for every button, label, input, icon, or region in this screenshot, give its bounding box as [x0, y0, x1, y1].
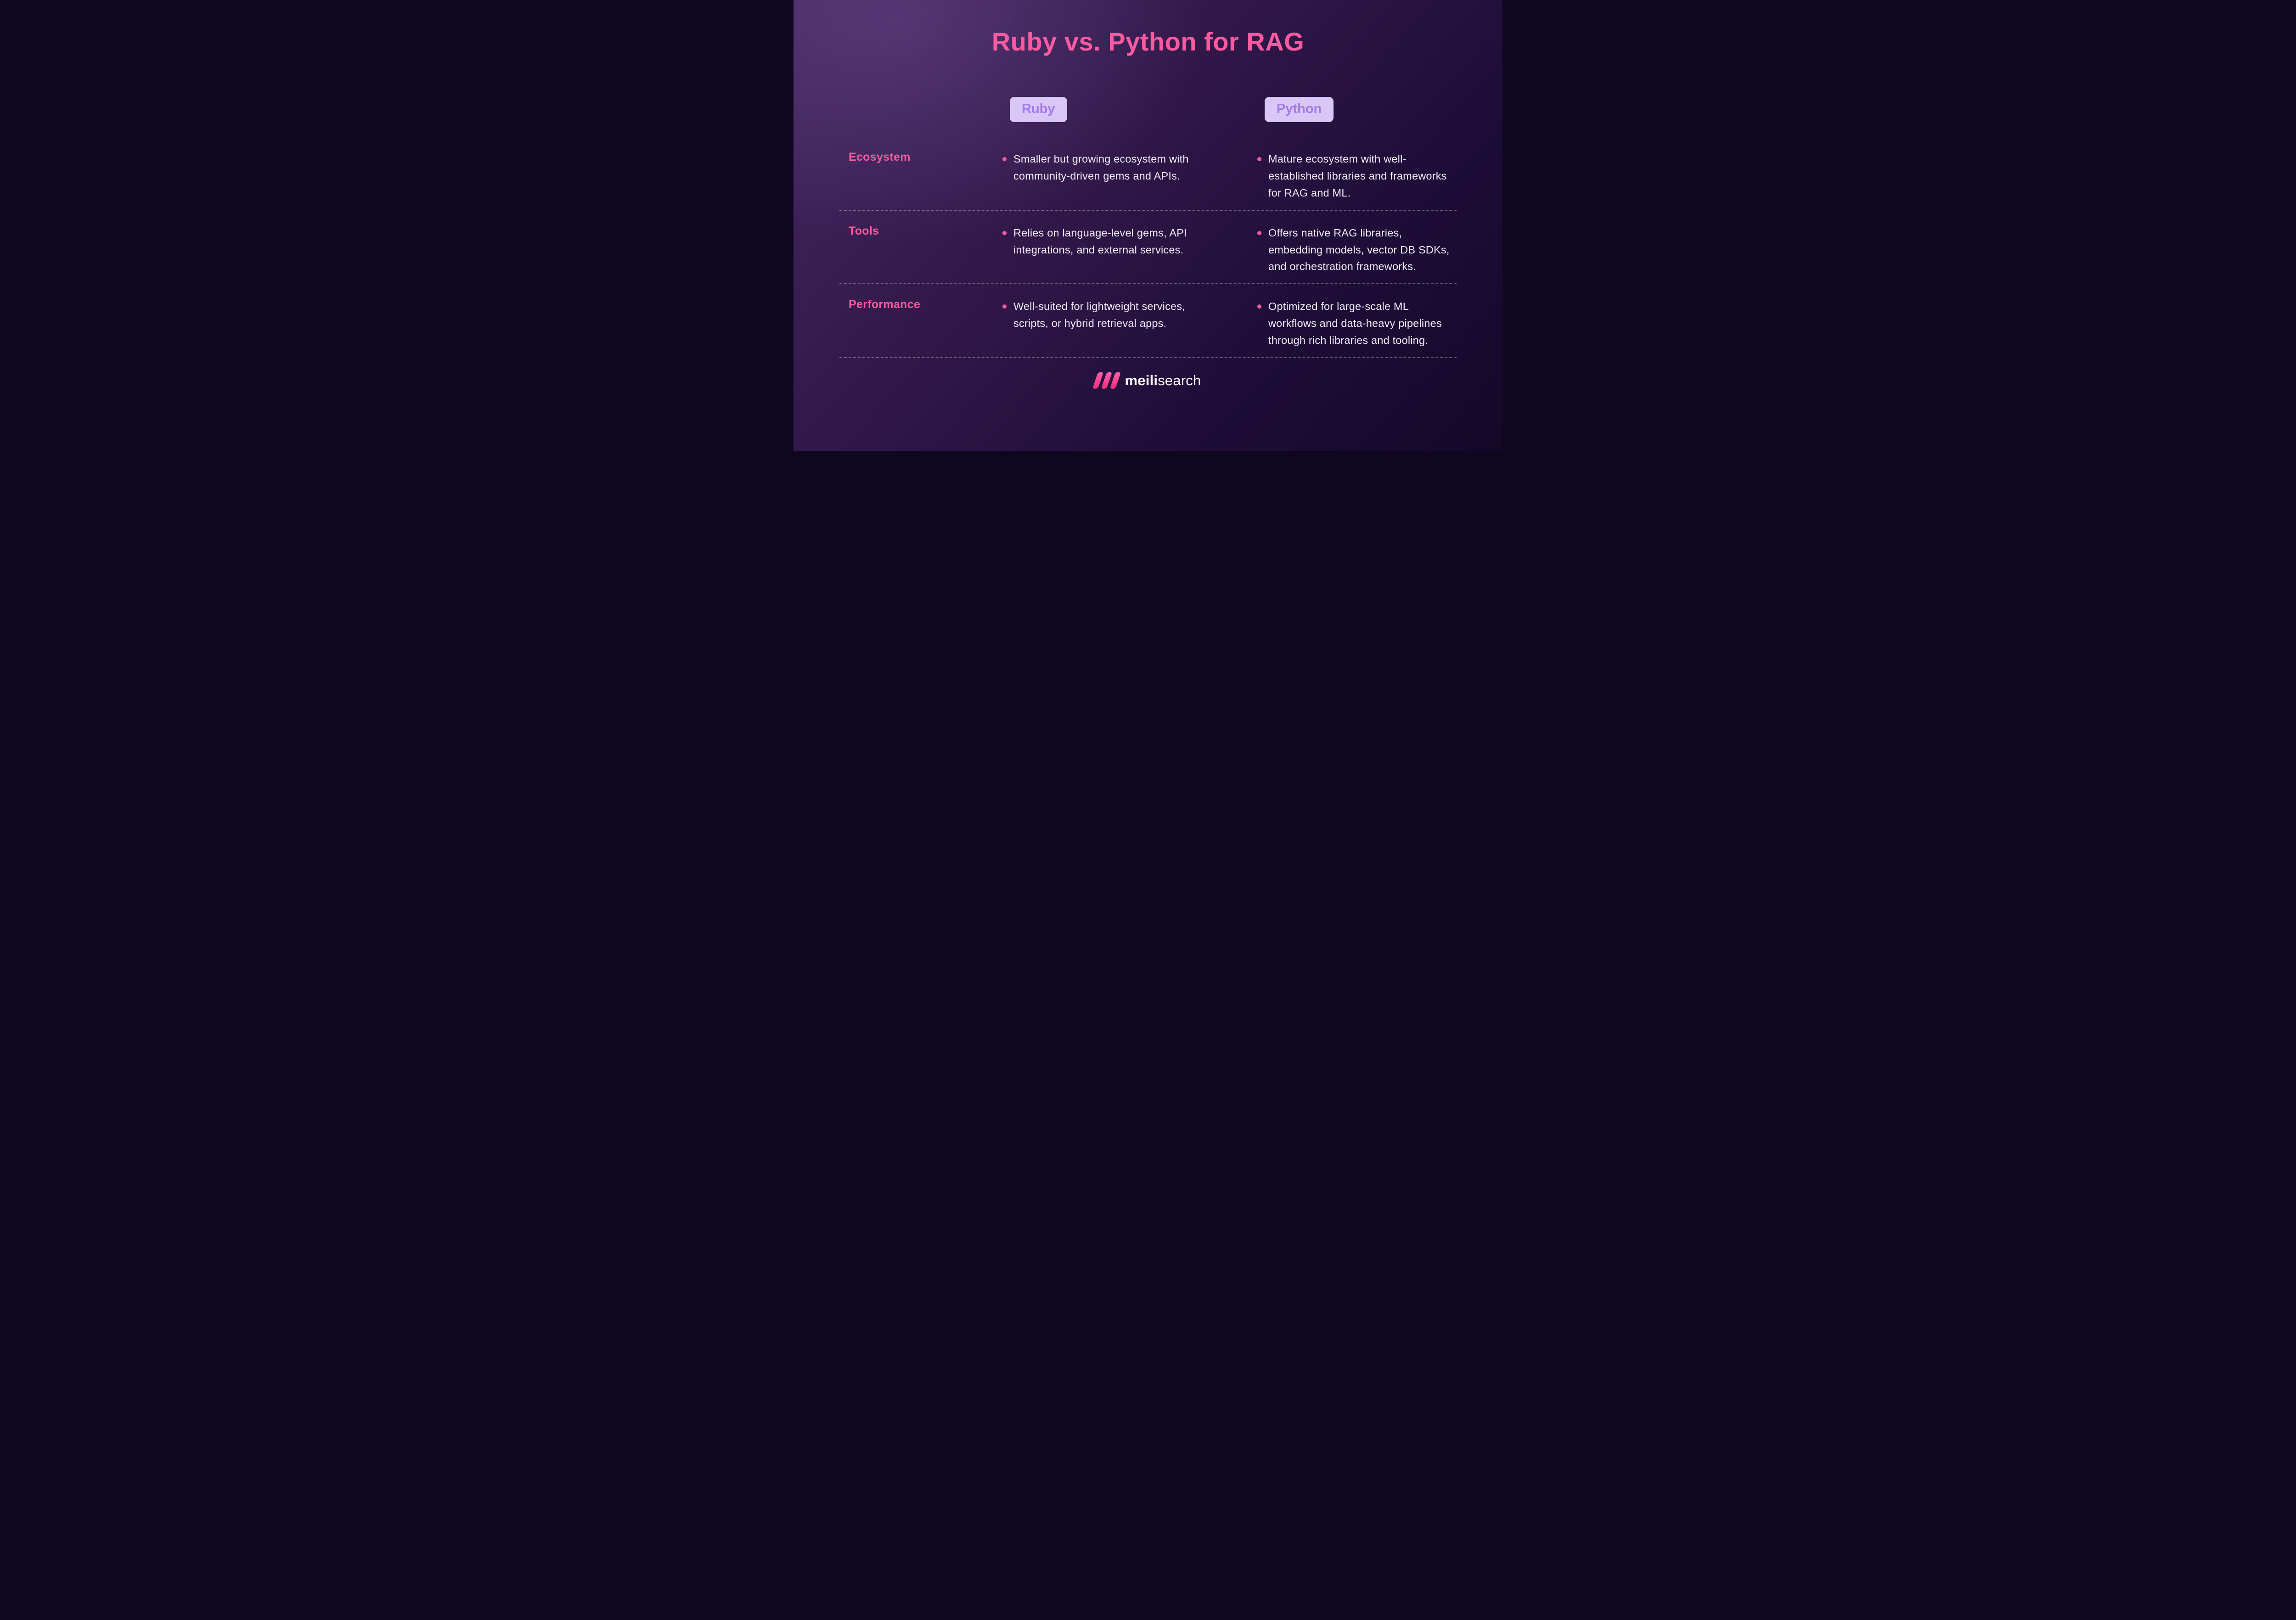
cell-text: Optimized for large-scale ML workflows a…	[1268, 300, 1442, 347]
column-badge-ruby: Ruby	[1010, 97, 1067, 122]
cell-text: Relies on language-level gems, API integ…	[1013, 226, 1187, 256]
cell-tools-python: Offers native RAG libraries, embedding m…	[1257, 225, 1457, 276]
table-row-tools: Tools Relies on language-level gems, API…	[839, 211, 1457, 285]
brand-wordmark-bold: meili	[1125, 372, 1158, 388]
row-label-ecosystem: Ecosystem	[849, 151, 911, 163]
column-header-row: Ruby Python	[839, 97, 1457, 122]
table-row-performance: Performance Well-suited for lightweight …	[839, 284, 1457, 359]
cell-performance-python: Optimized for large-scale ML workflows a…	[1257, 298, 1457, 349]
cell-ecosystem-python: Mature ecosystem with well-established l…	[1257, 151, 1457, 202]
cell-text: Well-suited for lightweight services, sc…	[1013, 300, 1185, 330]
bullet-icon	[1257, 231, 1261, 235]
brand-wordmark-light: search	[1158, 372, 1201, 388]
footer-brand: meilisearch	[793, 372, 1503, 389]
page-title: Ruby vs. Python for RAG	[991, 27, 1305, 56]
brand-wordmark: meilisearch	[1125, 372, 1201, 389]
comparison-table: Ruby Python Ecosystem Smaller but growin…	[839, 97, 1457, 359]
bullet-icon	[1002, 231, 1007, 235]
row-label-performance: Performance	[849, 298, 921, 311]
cell-text: Smaller but growing ecosystem with commu…	[1013, 153, 1189, 182]
cell-ecosystem-ruby: Smaller but growing ecosystem with commu…	[1002, 151, 1257, 202]
row-label-tools: Tools	[849, 224, 879, 237]
table-row-ecosystem: Ecosystem Smaller but growing ecosystem …	[839, 137, 1457, 211]
cell-tools-ruby: Relies on language-level gems, API integ…	[1002, 225, 1257, 276]
infographic-canvas: Ruby vs. Python for RAG Ruby Python Ecos…	[793, 0, 1503, 451]
cell-text: Offers native RAG libraries, embedding m…	[1268, 226, 1450, 273]
bullet-icon	[1257, 157, 1261, 161]
cell-performance-ruby: Well-suited for lightweight services, sc…	[1002, 298, 1257, 349]
column-badge-python: Python	[1265, 97, 1334, 122]
bullet-icon	[1002, 304, 1007, 309]
comparison-rows: Ecosystem Smaller but growing ecosystem …	[839, 137, 1457, 359]
bullet-icon	[1002, 157, 1007, 161]
meilisearch-logo-icon	[1092, 372, 1121, 389]
cell-text: Mature ecosystem with well-established l…	[1268, 153, 1447, 199]
bullet-icon	[1257, 304, 1261, 309]
